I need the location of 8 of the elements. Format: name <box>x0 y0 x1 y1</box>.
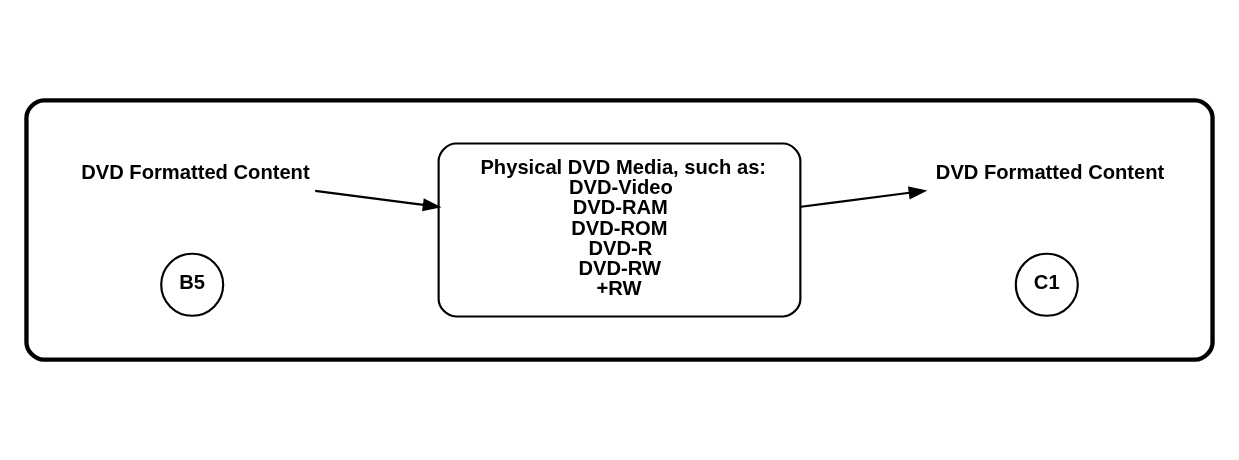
cluster <box>24 98 1215 362</box>
node-box: Physical DVD Media, such as: DVD-Video DVD-RAM DVD-ROM DVD-R DVD-RW +RW <box>437 142 802 318</box>
node-text: DVD Formatted Content <box>81 161 310 184</box>
arrow <box>315 189 442 212</box>
arrow <box>800 186 928 208</box>
node-circle: B5 <box>160 252 225 317</box>
node-circle: C1 <box>1014 252 1079 317</box>
node-text: DVD Formatted Content <box>935 161 1165 184</box>
